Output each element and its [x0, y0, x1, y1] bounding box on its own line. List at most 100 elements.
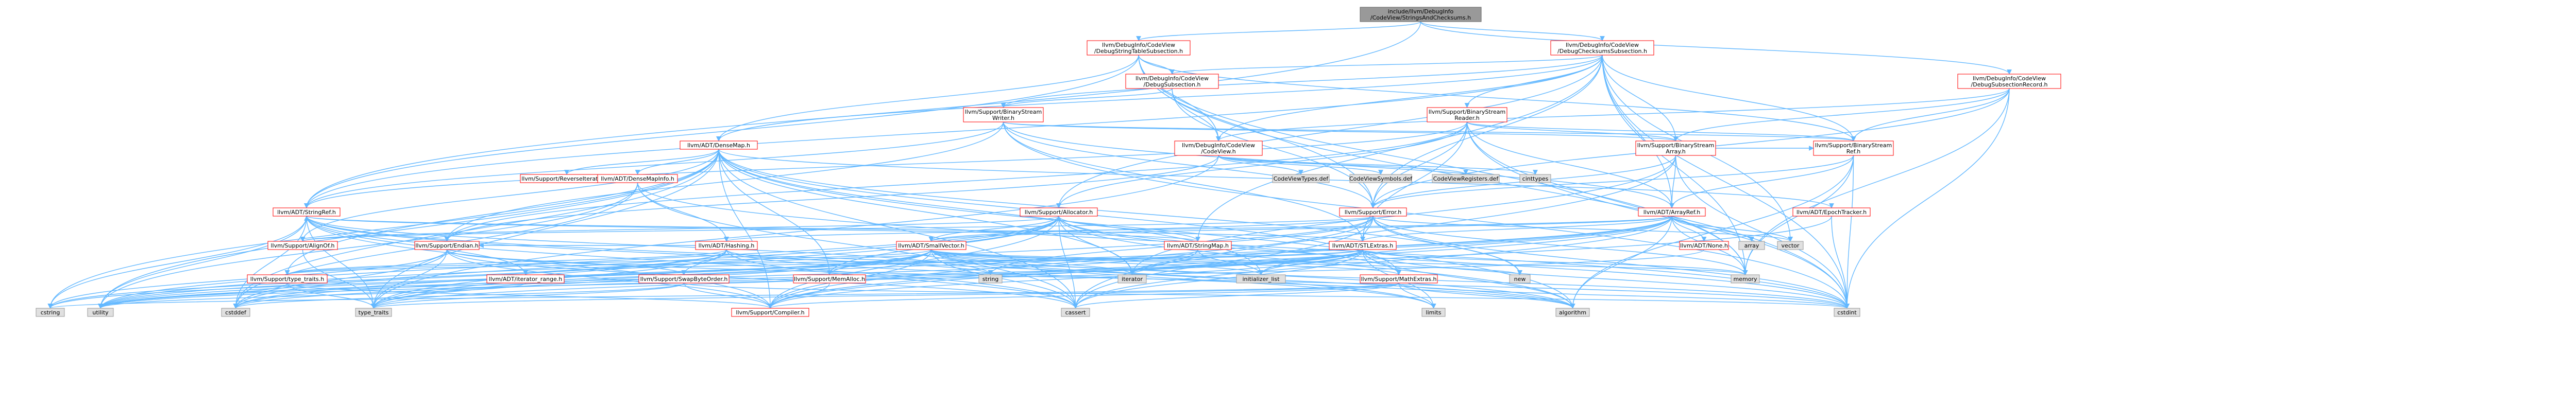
node-label: cinttypes	[1522, 175, 1549, 182]
node-label: llvm/Support/BinaryStream	[965, 109, 1042, 115]
edge-bsr-to-alloc	[1056, 121, 1468, 208]
node-cv[interactable]: llvm/DebugInfo/CodeView/CodeView.h	[1174, 140, 1263, 156]
edge-svec-to-new	[930, 249, 1522, 275]
node-box	[1272, 174, 1330, 183]
edge-sref-to-compiler	[306, 216, 773, 309]
node-string: string	[978, 274, 1003, 284]
node-box	[1555, 308, 1590, 317]
node-compiler[interactable]: llvm/Support/Compiler.h	[731, 308, 809, 317]
node-itrange[interactable]: llvm/ADT/iterator_range.h	[486, 274, 565, 284]
edge-hashing-to-string	[726, 249, 993, 275]
node-box	[793, 274, 866, 284]
edge-alloc-to-cstdint	[1058, 216, 1850, 309]
node-dss[interactable]: llvm/DebugInfo/CodeView/DebugStringTable…	[1087, 40, 1191, 56]
edge-mathext-to-tt	[371, 283, 1399, 309]
node-label: llvm/Support/BinaryStream	[1815, 142, 1892, 149]
node-cvreg: CodeViewRegisters.def	[1432, 174, 1500, 183]
node-label: llvm/Support/type_traits.h	[250, 276, 324, 283]
node-endian[interactable]: llvm/Support/Endian.h	[414, 241, 480, 250]
node-label: cassert	[1065, 309, 1087, 316]
node-box	[1731, 274, 1760, 284]
edge-mathext-to-compiler	[768, 283, 1399, 309]
node-box	[597, 174, 678, 183]
edge-bsref-to-cstdint	[1844, 155, 1854, 309]
node-label: llvm/Support/BinaryStream	[1637, 142, 1714, 149]
node-error[interactable]: llvm/Support/Error.h	[1339, 207, 1407, 217]
node-alloc[interactable]: llvm/Support/Allocator.h	[1020, 207, 1098, 217]
node-typetraits[interactable]: llvm/Support/type_traits.h	[247, 274, 328, 284]
node-tt: type_traits	[355, 308, 392, 317]
node-svec[interactable]: llvm/ADT/SmallVector.h	[896, 241, 967, 250]
node-label: Reader.h	[1454, 115, 1479, 121]
node-dmi[interactable]: llvm/ADT/DenseMapInfo.h	[597, 174, 678, 183]
edge-error-to-cstdint	[1372, 216, 1850, 309]
node-label: CodeViewSymbols.def	[1349, 175, 1413, 182]
node-box	[1638, 207, 1706, 217]
node-smap[interactable]: llvm/ADT/StringMap.h	[1164, 241, 1232, 250]
node-label: llvm/DebugInfo/CodeView	[1973, 75, 2046, 82]
node-label: llvm/Support/AlignOf.h	[270, 242, 334, 249]
node-epoch[interactable]: llvm/ADT/EpochTracker.h	[1792, 207, 1871, 217]
node-stlext[interactable]: llvm/ADT/STLExtras.h	[1329, 241, 1397, 250]
edge-aref-to-stlext	[1360, 216, 1672, 242]
edge-aref-to-hashing	[724, 216, 1672, 242]
edge-svec-to-cassert	[930, 249, 1078, 309]
node-box	[731, 308, 809, 317]
node-box	[1349, 174, 1412, 183]
node-label: llvm/Support/Endian.h	[415, 242, 478, 249]
node-box	[1360, 7, 1482, 22]
node-box	[1427, 107, 1507, 122]
edge-mathext-to-cstring	[48, 283, 1399, 309]
node-cvtypes: CodeViewTypes.def	[1272, 174, 1330, 183]
node-box	[414, 241, 480, 250]
edge-sref-to-cassert	[306, 216, 1078, 309]
node-box	[1957, 74, 2061, 89]
node-dmap[interactable]: llvm/ADT/DenseMap.h	[680, 140, 758, 150]
edge-dcs-to-dsub	[1170, 55, 1603, 75]
node-label: /DebugSubsection.h	[1144, 81, 1201, 88]
node-label: new	[1514, 276, 1526, 283]
node-label: llvm/ADT/DenseMap.h	[687, 142, 750, 149]
edge-root-to-dss	[1136, 21, 1421, 41]
node-label: /CodeView.h	[1201, 148, 1235, 155]
node-none[interactable]: llvm/ADT/None.h	[1679, 241, 1729, 250]
node-label: llvm/Support/MemAlloc.h	[794, 276, 865, 283]
node-hashing[interactable]: llvm/ADT/Hashing.h	[695, 241, 758, 250]
node-revit[interactable]: llvm/Support/ReverseIteration.h	[520, 174, 614, 183]
node-aref[interactable]: llvm/ADT/ArrayRef.h	[1638, 207, 1706, 217]
node-box	[1174, 140, 1263, 156]
node-label: llvm/ADT/DenseMapInfo.h	[601, 175, 674, 182]
node-dsub[interactable]: llvm/DebugInfo/CodeView/DebugSubsection.…	[1125, 74, 1219, 89]
edge-dcs-to-dmap	[716, 55, 1603, 142]
node-box	[87, 308, 114, 317]
node-alignof[interactable]: llvm/Support/AlignOf.h	[267, 241, 338, 250]
node-label: /DebugChecksumsSubsection.h	[1557, 48, 1647, 55]
node-box	[36, 308, 65, 317]
edge-bsa-to-cassert	[1073, 155, 1676, 309]
edge-svec-to-mathext	[930, 249, 1401, 275]
node-box	[695, 241, 758, 250]
edge-bsr-to-endian	[444, 121, 1468, 242]
node-label: llvm/ADT/None.h	[1680, 242, 1728, 249]
node-box	[638, 274, 730, 284]
edge-mathext-to-algorithm	[1398, 283, 1575, 309]
node-label: CodeViewTypes.def	[1274, 175, 1329, 182]
edge-dmap-to-initlist	[718, 149, 1264, 275]
edge-bsref-to-algorithm	[1570, 155, 1854, 309]
node-mathext[interactable]: llvm/Support/MathExtras.h	[1360, 274, 1438, 284]
edge-aref-to-iterator	[1129, 216, 1672, 275]
node-cstddef: cstddef	[221, 308, 250, 317]
edge-dmi-to-utility	[98, 182, 638, 309]
node-swapbyte[interactable]: llvm/Support/SwapByteOrder.h	[638, 274, 730, 284]
edge-dss-to-dmap	[716, 55, 1139, 142]
node-dcs[interactable]: llvm/DebugInfo/CodeView/DebugChecksumsSu…	[1550, 40, 1654, 56]
edge-alloc-to-svec	[928, 216, 1059, 242]
node-sref[interactable]: llvm/ADT/StringRef.h	[273, 207, 341, 217]
node-dssr[interactable]: llvm/DebugInfo/CodeView/DebugSubsectionR…	[1957, 74, 2061, 89]
node-memalloc[interactable]: llvm/Support/MemAlloc.h	[793, 274, 866, 284]
edge-cv-to-cinttypes	[1218, 155, 1538, 175]
